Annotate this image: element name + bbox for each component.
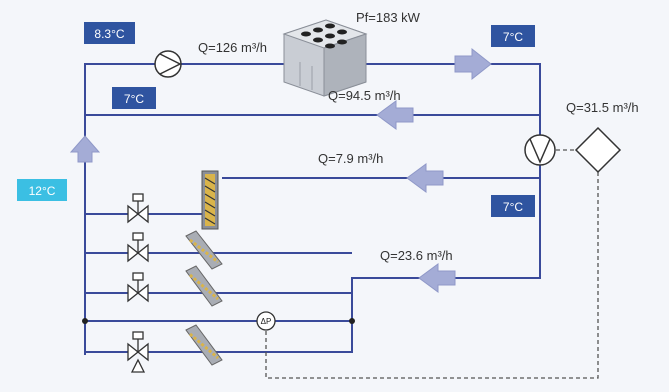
junction-dot (82, 318, 88, 324)
chiller-power-label: Pf=183 kW (356, 10, 421, 25)
lower-branch-flow-label: Q=23.6 m³/h (380, 248, 453, 263)
pump-icon (154, 50, 182, 78)
coil-unit-icon (185, 265, 223, 307)
flow-arrow-icon (454, 47, 492, 81)
temp-badge-bypass: 7°C (112, 87, 156, 109)
control-signal-line (265, 172, 599, 379)
flow-arrow-icon (376, 100, 414, 130)
coil-unit-icon (185, 324, 223, 366)
temp-badge-chiller-out: 7°C (491, 25, 535, 47)
main-flow-label: Q=126 m³/h (198, 40, 267, 55)
main-loop-pipe (84, 63, 541, 355)
temp-badge-branch: 7°C (491, 195, 535, 217)
svg-text:12°C: 12°C (29, 184, 56, 198)
coil-unit-icon (201, 170, 219, 230)
three-way-valve-icon (127, 331, 149, 373)
return-flow-label: Q=94.5 m³/h (328, 88, 401, 103)
flow-arrow-icon (406, 163, 444, 193)
secondary-pump-icon (524, 134, 556, 166)
dp-sensor-label: ΔP (261, 317, 272, 326)
svg-text:8.3°C: 8.3°C (94, 27, 124, 41)
upper-branch-flow-label: Q=7.9 m³/h (318, 151, 383, 166)
three-way-valve-icon (127, 232, 149, 263)
temp-badge-supply: 8.3°C (84, 22, 135, 44)
junction-dot (349, 318, 355, 324)
temp-badge-return: 12°C (17, 179, 67, 201)
three-way-valve-icon (127, 272, 149, 303)
svg-text:7°C: 7°C (124, 92, 144, 106)
chiller-unit-icon (282, 19, 368, 97)
flow-arrows (69, 47, 492, 293)
flow-arrow-icon (418, 263, 456, 293)
dp-sensor: ΔP (256, 311, 276, 331)
svg-text:7°C: 7°C (503, 200, 523, 214)
pump-flow-label: Q=31.5 m³/h (566, 100, 639, 115)
controller-diamond-icon (574, 126, 622, 174)
flow-arrow-icon (69, 135, 101, 163)
coil-unit-icon (185, 230, 223, 270)
three-way-valve-icon (127, 193, 149, 224)
svg-text:7°C: 7°C (503, 30, 523, 44)
